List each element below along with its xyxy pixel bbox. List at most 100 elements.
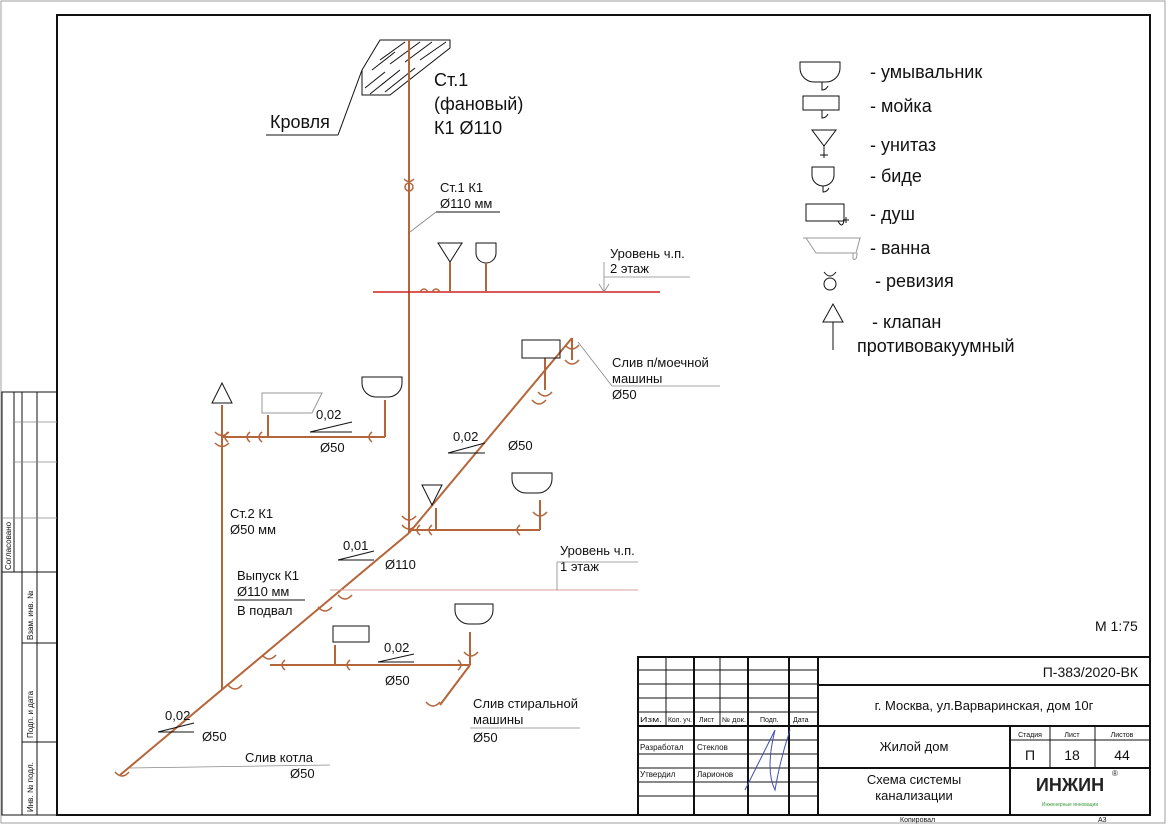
building-name: Жилой дом xyxy=(880,739,949,754)
sheet-value: 18 xyxy=(1064,747,1080,763)
hdr-sheet: Лист xyxy=(699,717,715,724)
stamp-replace-inv: Взам. инв. № xyxy=(26,590,35,640)
level2-label: Уровень ч.п. xyxy=(610,246,685,261)
revision-icon xyxy=(823,277,837,291)
stage-label: Стадия xyxy=(1018,732,1042,739)
level1-floor: 1 этаж xyxy=(560,559,599,574)
format-label: А3 xyxy=(1098,817,1107,824)
legend-bidet: - биде xyxy=(870,166,922,186)
address: г. Москва, ул.Варваринская, дом 10г xyxy=(875,698,1094,713)
sheet-title-2: канализации xyxy=(875,788,953,803)
bidet-icon xyxy=(475,242,497,264)
riser1-note-diam: Ø110 мм xyxy=(440,196,492,211)
shower-icon xyxy=(332,625,370,643)
role-approver: Утвердил xyxy=(640,770,676,779)
document-code: П-383/2020-ВК xyxy=(1043,664,1139,680)
registered-mark: ® xyxy=(1112,769,1118,778)
washer-diameter: Ø50 xyxy=(473,730,498,745)
toilet-icon xyxy=(437,242,463,263)
riser1-note: Ст.1 К1 xyxy=(440,180,483,195)
boiler-label: Слив котла xyxy=(245,750,314,765)
roof xyxy=(266,39,451,136)
stage-value: П xyxy=(1025,747,1035,763)
toilet-icon xyxy=(811,129,837,147)
level1-label: Уровень ч.п. xyxy=(560,543,635,558)
revision-icon xyxy=(404,182,414,192)
washer-label: Слив стиральной xyxy=(473,696,578,711)
hdr-change: Изм. xyxy=(640,717,662,724)
level2-floor: 2 этаж xyxy=(610,261,649,276)
hdr-sign: Подп. xyxy=(760,717,779,724)
name-approver: Ларионов xyxy=(697,770,733,779)
riser1-type: (фановый) xyxy=(434,94,523,114)
pipe-network xyxy=(114,337,580,777)
diameter-label: Ø110 xyxy=(385,557,416,572)
riser2-label: Ст.2 К1 xyxy=(230,506,273,521)
slope-label: 0,02 xyxy=(384,640,409,655)
outlet-diameter: Ø110 мм xyxy=(237,584,289,599)
legend-valve-2: противовакуумный xyxy=(857,336,1015,356)
sheets-value: 44 xyxy=(1114,747,1130,763)
stamp-sign-date: Подп. и дата xyxy=(26,690,35,738)
riser1-diameter: К1 Ø110 xyxy=(434,118,502,138)
legend: - умывальник - мойка - унитаз - биде - д… xyxy=(799,61,1015,356)
washbasin-icon xyxy=(361,376,403,398)
roof-label: Кровля xyxy=(270,112,330,132)
riser1-title: Ст.1 xyxy=(434,70,468,90)
toilet-icon xyxy=(421,484,443,507)
role-developer: Разработал xyxy=(640,743,684,752)
floor2-fixtures xyxy=(419,242,497,293)
legend-bathtub: - ванна xyxy=(870,238,931,258)
boiler-diameter: Ø50 xyxy=(290,766,315,781)
slope-label: 0,01 xyxy=(343,538,368,553)
valve-and-fixtures xyxy=(211,339,561,643)
slope-marks: 0,02 Ø50 0,02 Ø50 0,01 Ø110 0,02 Ø50 0,0… xyxy=(157,407,533,744)
signature xyxy=(744,729,791,792)
hdr-date: Дата xyxy=(793,717,809,724)
sink-icon xyxy=(521,339,561,359)
scale-label: М 1:75 xyxy=(1095,618,1138,634)
dishwasher-label-2: машины xyxy=(612,371,662,386)
legend-sink: - мойка xyxy=(870,96,933,116)
washbasin-icon xyxy=(799,61,841,83)
bidet-icon xyxy=(811,166,835,187)
legend-shower: - душ xyxy=(870,204,915,224)
stamp-inv-orig: Инв. № подл. xyxy=(26,762,35,812)
vacuum-valve-icon xyxy=(822,302,844,323)
riser2-diameter: Ø50 мм xyxy=(230,522,276,537)
legend-valve: - клапан xyxy=(872,312,941,332)
outlet-label: Выпуск К1 xyxy=(237,568,299,583)
stamp-agreed: Согласовано xyxy=(4,521,13,570)
washbasin-icon xyxy=(511,472,553,494)
sheets-label: Листов xyxy=(1111,732,1134,739)
outlet-basement: В подвал xyxy=(237,603,292,618)
sheet-frame xyxy=(56,14,1151,816)
shower-icon xyxy=(805,203,845,222)
diameter-label: Ø50 xyxy=(202,729,227,744)
company-logo: ИНЖИН xyxy=(1036,775,1104,795)
dishwasher-label: Слив п/моечной xyxy=(612,355,709,370)
vacuum-valve-icon xyxy=(211,381,233,404)
title-block: Изм. Кол. уч. Лист № док. Подп. Дата Раз… xyxy=(637,656,1151,824)
slope-label: 0,02 xyxy=(453,429,478,444)
hdr-doc: № док. xyxy=(722,717,746,724)
dishwasher-diameter: Ø50 xyxy=(612,387,637,402)
diameter-label: Ø50 xyxy=(385,673,410,688)
legend-washbasin: - умывальник xyxy=(870,62,982,82)
name-developer: Стеклов xyxy=(697,743,728,752)
washer-label-2: машины xyxy=(473,712,523,727)
bathtub-icon xyxy=(803,237,861,254)
washbasin-icon xyxy=(454,603,494,625)
legend-toilet: - унитаз xyxy=(870,135,936,155)
sink-icon xyxy=(802,95,840,111)
sheet-title-1: Схема системы xyxy=(867,772,961,787)
hdr-qty: Кол. уч. xyxy=(668,717,692,724)
slope-label: 0,02 xyxy=(316,407,341,422)
side-stamp: Согласовано Взам. инв. № Подп. и дата Ин… xyxy=(1,391,58,816)
diameter-label: Ø50 xyxy=(508,438,533,453)
legend-revision: - ревизия xyxy=(875,271,954,291)
bathtub-icon xyxy=(261,392,323,414)
company-logo-sub: Инженерные инновации xyxy=(1042,802,1098,808)
